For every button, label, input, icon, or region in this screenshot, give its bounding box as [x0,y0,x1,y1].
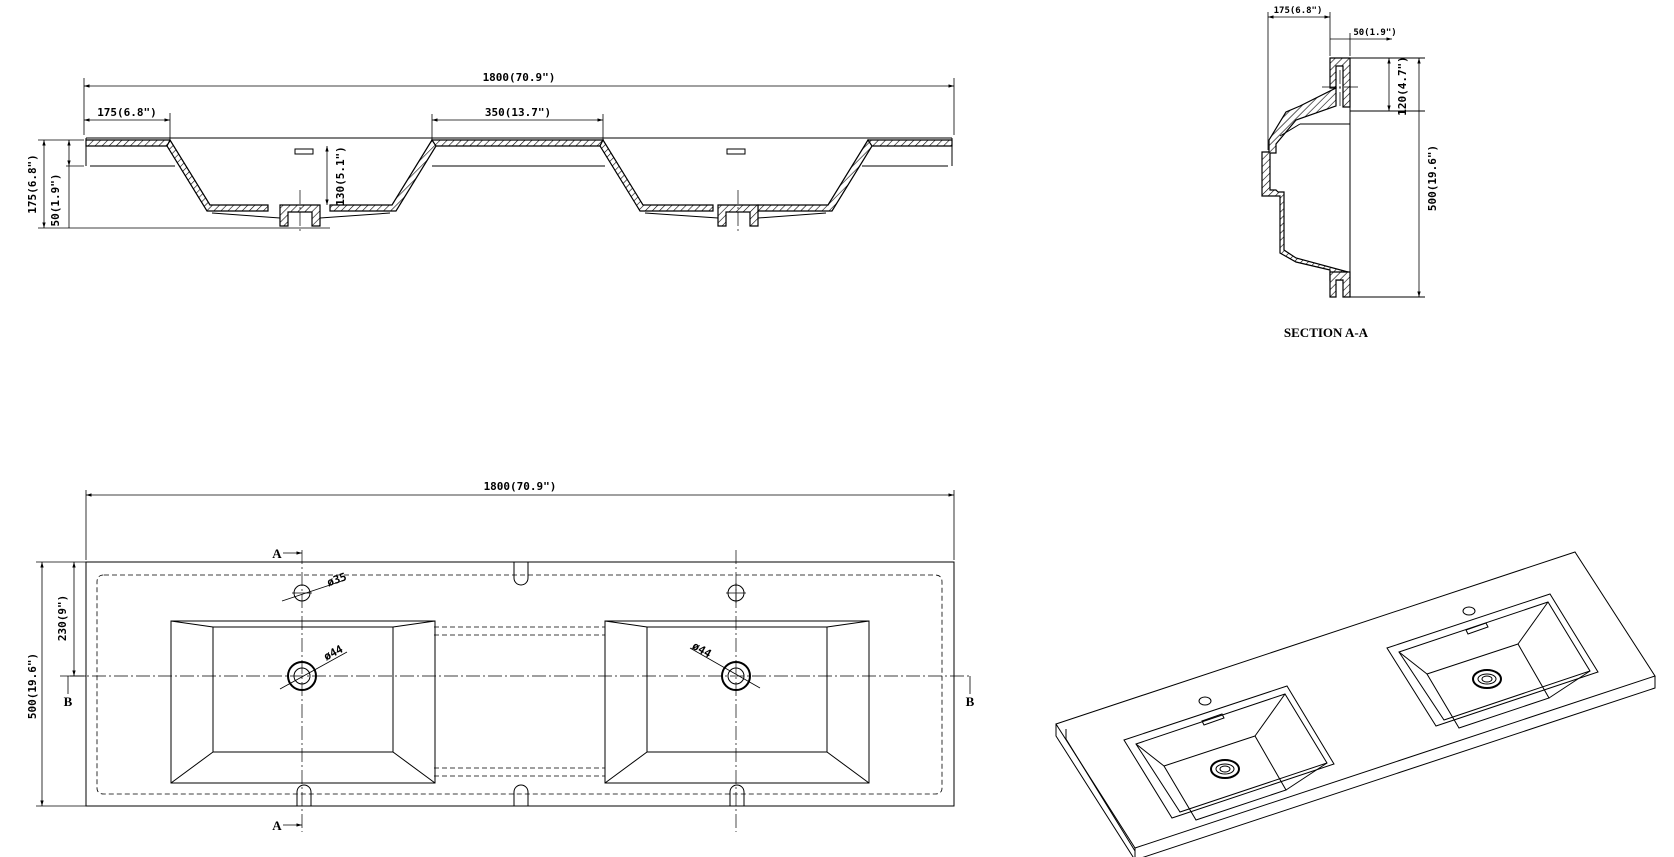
section-total-depth-label: 500(19.6") [1426,145,1439,211]
section-a-bottom-marker: A [272,818,282,833]
section-view: 175(6.8") 50(1.9") 500(19.6") 120(4.7") … [1261,6,1439,340]
front-view: 1800(70.9") 175(6.8") 350(13.7") [26,71,955,232]
section-upper-label: 120(4.7") [1396,56,1409,116]
plan-left-drain-label: ø44 [322,642,346,663]
plan-view: 1800(70.9") [26,480,975,833]
plan-overall-width-label: 1800(70.9") [484,480,557,493]
front-basin-gap-label: 350(13.7") [485,106,551,119]
front-overall-height-label: 175(6.8") [26,154,39,214]
isometric-view [1055,551,1656,857]
section-depth-top-label: 175(6.8") [1274,6,1323,16]
front-overall-width-label: 1800(70.9") [483,71,556,84]
plan-centre-offset-label: 230(9") [56,595,69,641]
section-a-top-marker: A [272,546,282,561]
plan-right-drain-label: ø44 [690,639,714,660]
section-b-right-marker: B [966,694,975,709]
section-rim-label: 50(1.9") [1353,28,1396,38]
front-basin-depth-label: 130(5.1") [334,146,347,206]
front-rim-height-label: 50(1.9") [49,174,62,227]
front-left-margin-label: 175(6.8") [97,106,157,119]
section-caption: SECTION A-A [1284,325,1369,340]
plan-overall-depth-label: 500(19.6") [26,653,39,719]
section-b-left-marker: B [64,694,73,709]
plan-tap-hole-label: ø35 [325,570,348,589]
